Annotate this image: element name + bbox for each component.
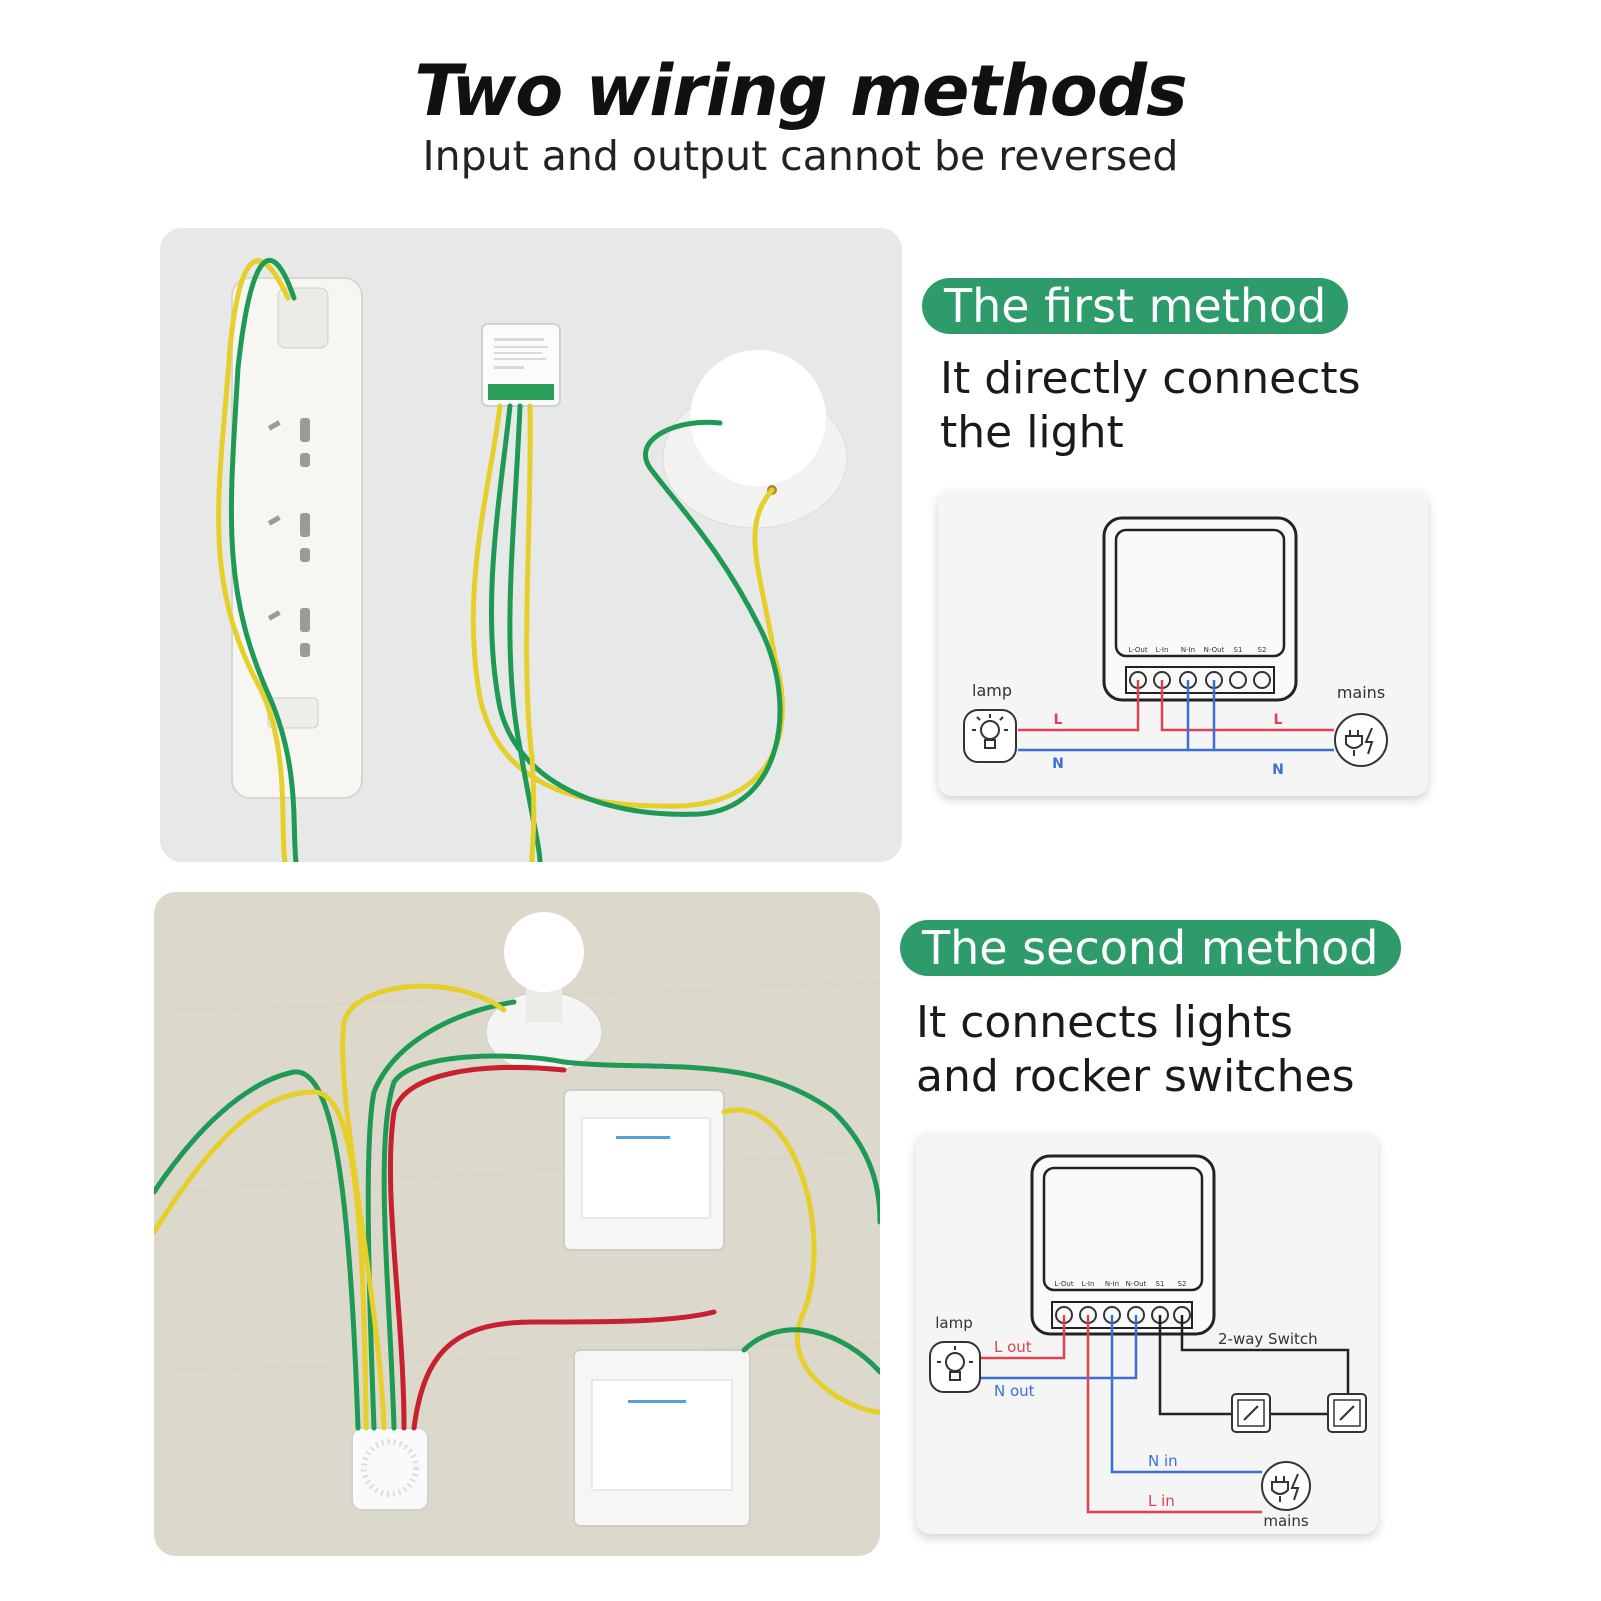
two-way-switch-icon-1 bbox=[1231, 1393, 1271, 1433]
first-method-desc-line2: the light bbox=[940, 407, 1124, 458]
s2-wire bbox=[1180, 1315, 1350, 1394]
mains-plug-icon bbox=[1261, 1461, 1311, 1511]
first-method-badge: The first method bbox=[922, 278, 1349, 334]
lamp-label: lamp bbox=[935, 1314, 973, 1332]
terminal-label-l-in: L-In bbox=[1082, 1280, 1095, 1288]
terminal-label-s2: S2 bbox=[1178, 1280, 1187, 1288]
label-l-in: L in bbox=[1148, 1492, 1175, 1510]
page-subtitle: Input and output cannot be reversed bbox=[422, 132, 1179, 180]
terminal-label-n-out: N-Out bbox=[1204, 646, 1225, 654]
terminal-label-s1: S1 bbox=[1234, 646, 1243, 654]
smart-module-image bbox=[351, 1427, 429, 1511]
terminal-label-s1: S1 bbox=[1156, 1280, 1165, 1288]
label-n-out: N out bbox=[994, 1382, 1035, 1400]
terminal-block bbox=[1125, 666, 1275, 694]
page-title: Two wiring methods bbox=[414, 50, 1187, 132]
label-2-way-switch: 2-way Switch bbox=[1218, 1330, 1318, 1348]
rocker-switch-image-2 bbox=[573, 1349, 751, 1527]
first-method-diagram: L-Out L-In N-In N-Out S1 S2 L N L N bbox=[938, 490, 1428, 796]
photo-second-method bbox=[154, 892, 880, 1556]
terminal-label-n-in: N-In bbox=[1181, 646, 1195, 654]
lamp-icon bbox=[963, 709, 1017, 763]
power-strip-image bbox=[231, 277, 363, 799]
second-method-badge: The second method bbox=[900, 920, 1401, 976]
second-method-desc-line1: It connects lights bbox=[916, 997, 1293, 1048]
terminal-label-n-out: N-Out bbox=[1126, 1280, 1147, 1288]
mains-plug-icon bbox=[1334, 713, 1388, 767]
two-way-switch-icon-2 bbox=[1327, 1393, 1367, 1433]
mains-label: mains bbox=[1337, 683, 1385, 702]
terminal-label-l-in: L-In bbox=[1156, 646, 1169, 654]
smart-switch-module-image bbox=[481, 323, 561, 407]
lamp-label: lamp bbox=[972, 681, 1012, 700]
bulb-image bbox=[485, 912, 603, 1073]
terminal-label-s2: S2 bbox=[1258, 646, 1267, 654]
second-method-desc-line2: and rocker switches bbox=[916, 1051, 1355, 1102]
n-out-wire bbox=[980, 1315, 1138, 1380]
second-method-diagram: L-Out L-In N-In N-Out S1 S2 L out N out … bbox=[916, 1132, 1378, 1534]
lamp-icon bbox=[929, 1341, 981, 1393]
label-l-left: L bbox=[1054, 712, 1063, 728]
live-wire-lamp bbox=[1018, 680, 1140, 732]
label-l-out: L out bbox=[994, 1338, 1032, 1356]
photo-first-method bbox=[160, 228, 902, 862]
live-wire-mains bbox=[1160, 680, 1334, 732]
label-l-right: L bbox=[1274, 712, 1283, 728]
label-n-right: N bbox=[1272, 762, 1284, 778]
module-face bbox=[1114, 528, 1286, 658]
module-face bbox=[1042, 1166, 1204, 1292]
terminal-label-n-in: N-In bbox=[1105, 1280, 1119, 1288]
label-n-in: N in bbox=[1148, 1452, 1178, 1470]
l-in-wire bbox=[1086, 1315, 1262, 1514]
l-out-wire bbox=[980, 1315, 1066, 1360]
rocker-switch-image-1 bbox=[563, 1089, 725, 1251]
label-n-left: N bbox=[1052, 756, 1064, 772]
mains-label: mains bbox=[1263, 1512, 1308, 1530]
n-in-wire bbox=[1110, 1315, 1262, 1474]
first-method-desc-line1: It directly connects bbox=[940, 353, 1361, 404]
terminal-label-l-out: L-Out bbox=[1128, 646, 1147, 654]
terminal-label-l-out: L-Out bbox=[1054, 1280, 1073, 1288]
